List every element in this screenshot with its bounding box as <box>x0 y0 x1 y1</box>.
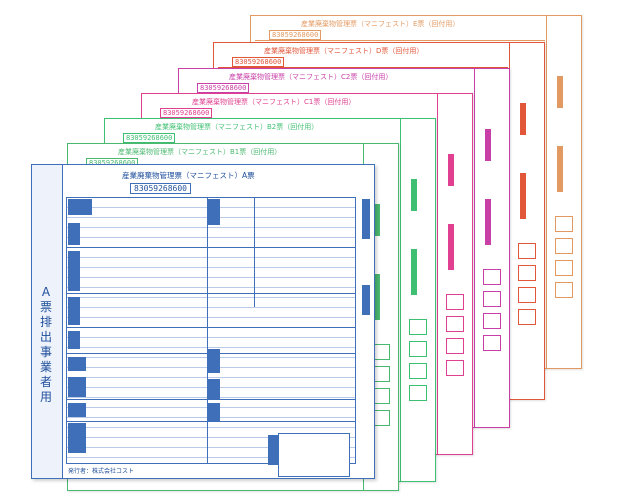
sheet-check-boxes <box>555 216 573 304</box>
sheet-side-tab <box>411 179 417 211</box>
sheet-check-box <box>518 309 536 325</box>
sheet-title: 産業廃棄物管理票（マニフェスト）C1票（回付用） <box>192 98 356 106</box>
form-label-block <box>208 349 220 373</box>
form-divider <box>66 327 356 328</box>
sheet-check-box <box>555 282 573 298</box>
form-label-block <box>68 223 80 245</box>
sheet-serial-number: 83059268600 <box>123 133 176 143</box>
sheet-title: 産業廃棄物管理票（マニフェスト）C2票（回付用） <box>229 73 393 81</box>
sheet-check-box <box>555 238 573 254</box>
sheet-check-box <box>555 260 573 276</box>
sheet-check-box <box>446 316 464 332</box>
sheet-check-boxes <box>483 269 501 357</box>
sheet-side-tab <box>448 154 454 186</box>
sheet-check-box <box>518 243 536 259</box>
sheet-title: 産業廃棄物管理票（マニフェスト）B2票（回付用） <box>155 123 319 131</box>
sheet-check-boxes <box>409 319 427 407</box>
sheet-check-box <box>555 216 573 232</box>
sheet-side-tab <box>520 173 526 219</box>
sheet-check-box <box>446 294 464 310</box>
sheet-check-boxes <box>518 243 536 331</box>
sheet-serial-number: 83059268600 <box>160 108 213 118</box>
form-divider <box>254 197 255 307</box>
sheet-serial-number: 83059268600 <box>197 83 250 93</box>
sheet-a-side-label: A票 排出事業者用 <box>39 285 52 404</box>
sheet-side-tab <box>411 249 417 295</box>
sheet-side-stub <box>509 43 544 399</box>
sheet-a-stamp-box <box>278 433 350 477</box>
form-label-block <box>68 403 86 417</box>
sheet-check-box <box>483 313 501 329</box>
sheet-side-stub <box>400 119 435 481</box>
sheet-check-box <box>518 287 536 303</box>
form-label-block <box>68 423 86 453</box>
form-label-block <box>268 435 280 465</box>
sheet-side-tab <box>374 204 380 236</box>
sheet-side-stub <box>474 69 509 427</box>
sheet-title: 産業廃棄物管理票（マニフェスト）E票（回付用） <box>301 20 460 28</box>
sheet-title: 産業廃棄物管理票（マニフェスト）B1票（回付用） <box>118 148 282 156</box>
sheet-side-stub <box>437 94 472 454</box>
sheet-side-tab <box>448 224 454 270</box>
form-divider <box>66 353 356 354</box>
sheet-a-form-grid <box>66 197 356 464</box>
form-label-block <box>68 251 80 291</box>
sheet-check-box <box>446 338 464 354</box>
form-label-block <box>68 199 92 215</box>
sheet-side-stub <box>546 16 581 368</box>
sheet-check-box <box>446 360 464 376</box>
sheet-side-tab <box>374 274 380 320</box>
sheet-check-box <box>409 363 427 379</box>
sheet-check-box <box>409 385 427 401</box>
sheet-title: 産業廃棄物管理票（マニフェスト）D票（回付用） <box>264 47 424 55</box>
sheet-side-tab <box>557 76 563 108</box>
sheet-check-box <box>483 269 501 285</box>
sheet-a-side-tab <box>362 285 370 315</box>
form-label-block <box>68 377 86 397</box>
form-label-block <box>208 403 220 421</box>
sheet-check-box <box>409 319 427 335</box>
sheet-check-box <box>518 265 536 281</box>
sheet-check-box <box>409 341 427 357</box>
sheet-check-box <box>483 291 501 307</box>
sheet-side-tab <box>485 129 491 161</box>
sheet-a-footer: 発行者：株式会社コスト <box>68 468 135 475</box>
sheet-a-title: 産業廃棄物管理票（マニフェスト）A票 <box>122 171 255 180</box>
form-divider <box>207 197 208 464</box>
form-label-block <box>68 357 86 371</box>
sheet-serial-number: 83059268600 <box>232 57 285 67</box>
form-divider <box>66 399 356 400</box>
form-label-block <box>208 199 220 225</box>
sheet-serial-number: 83059268600 <box>269 30 322 40</box>
sheet-a-serial-number: 83059268600 <box>130 183 191 194</box>
manifest-sheet-a: A票 排出事業者用 産業廃棄物管理票（マニフェスト）A票 83059268600… <box>31 164 375 479</box>
form-label-block <box>68 331 80 349</box>
form-divider <box>66 421 356 422</box>
sheet-a-side-tab <box>362 199 370 239</box>
form-label-block <box>208 379 220 399</box>
sheet-side-tab <box>520 103 526 135</box>
form-divider <box>66 247 356 248</box>
form-divider <box>66 293 356 294</box>
sheet-check-box <box>483 335 501 351</box>
sheet-check-boxes <box>446 294 464 382</box>
sheet-side-tab <box>485 199 491 245</box>
sheet-side-tab <box>557 146 563 192</box>
form-label-block <box>68 297 80 325</box>
sheet-a-side-strip: A票 排出事業者用 <box>32 165 63 478</box>
